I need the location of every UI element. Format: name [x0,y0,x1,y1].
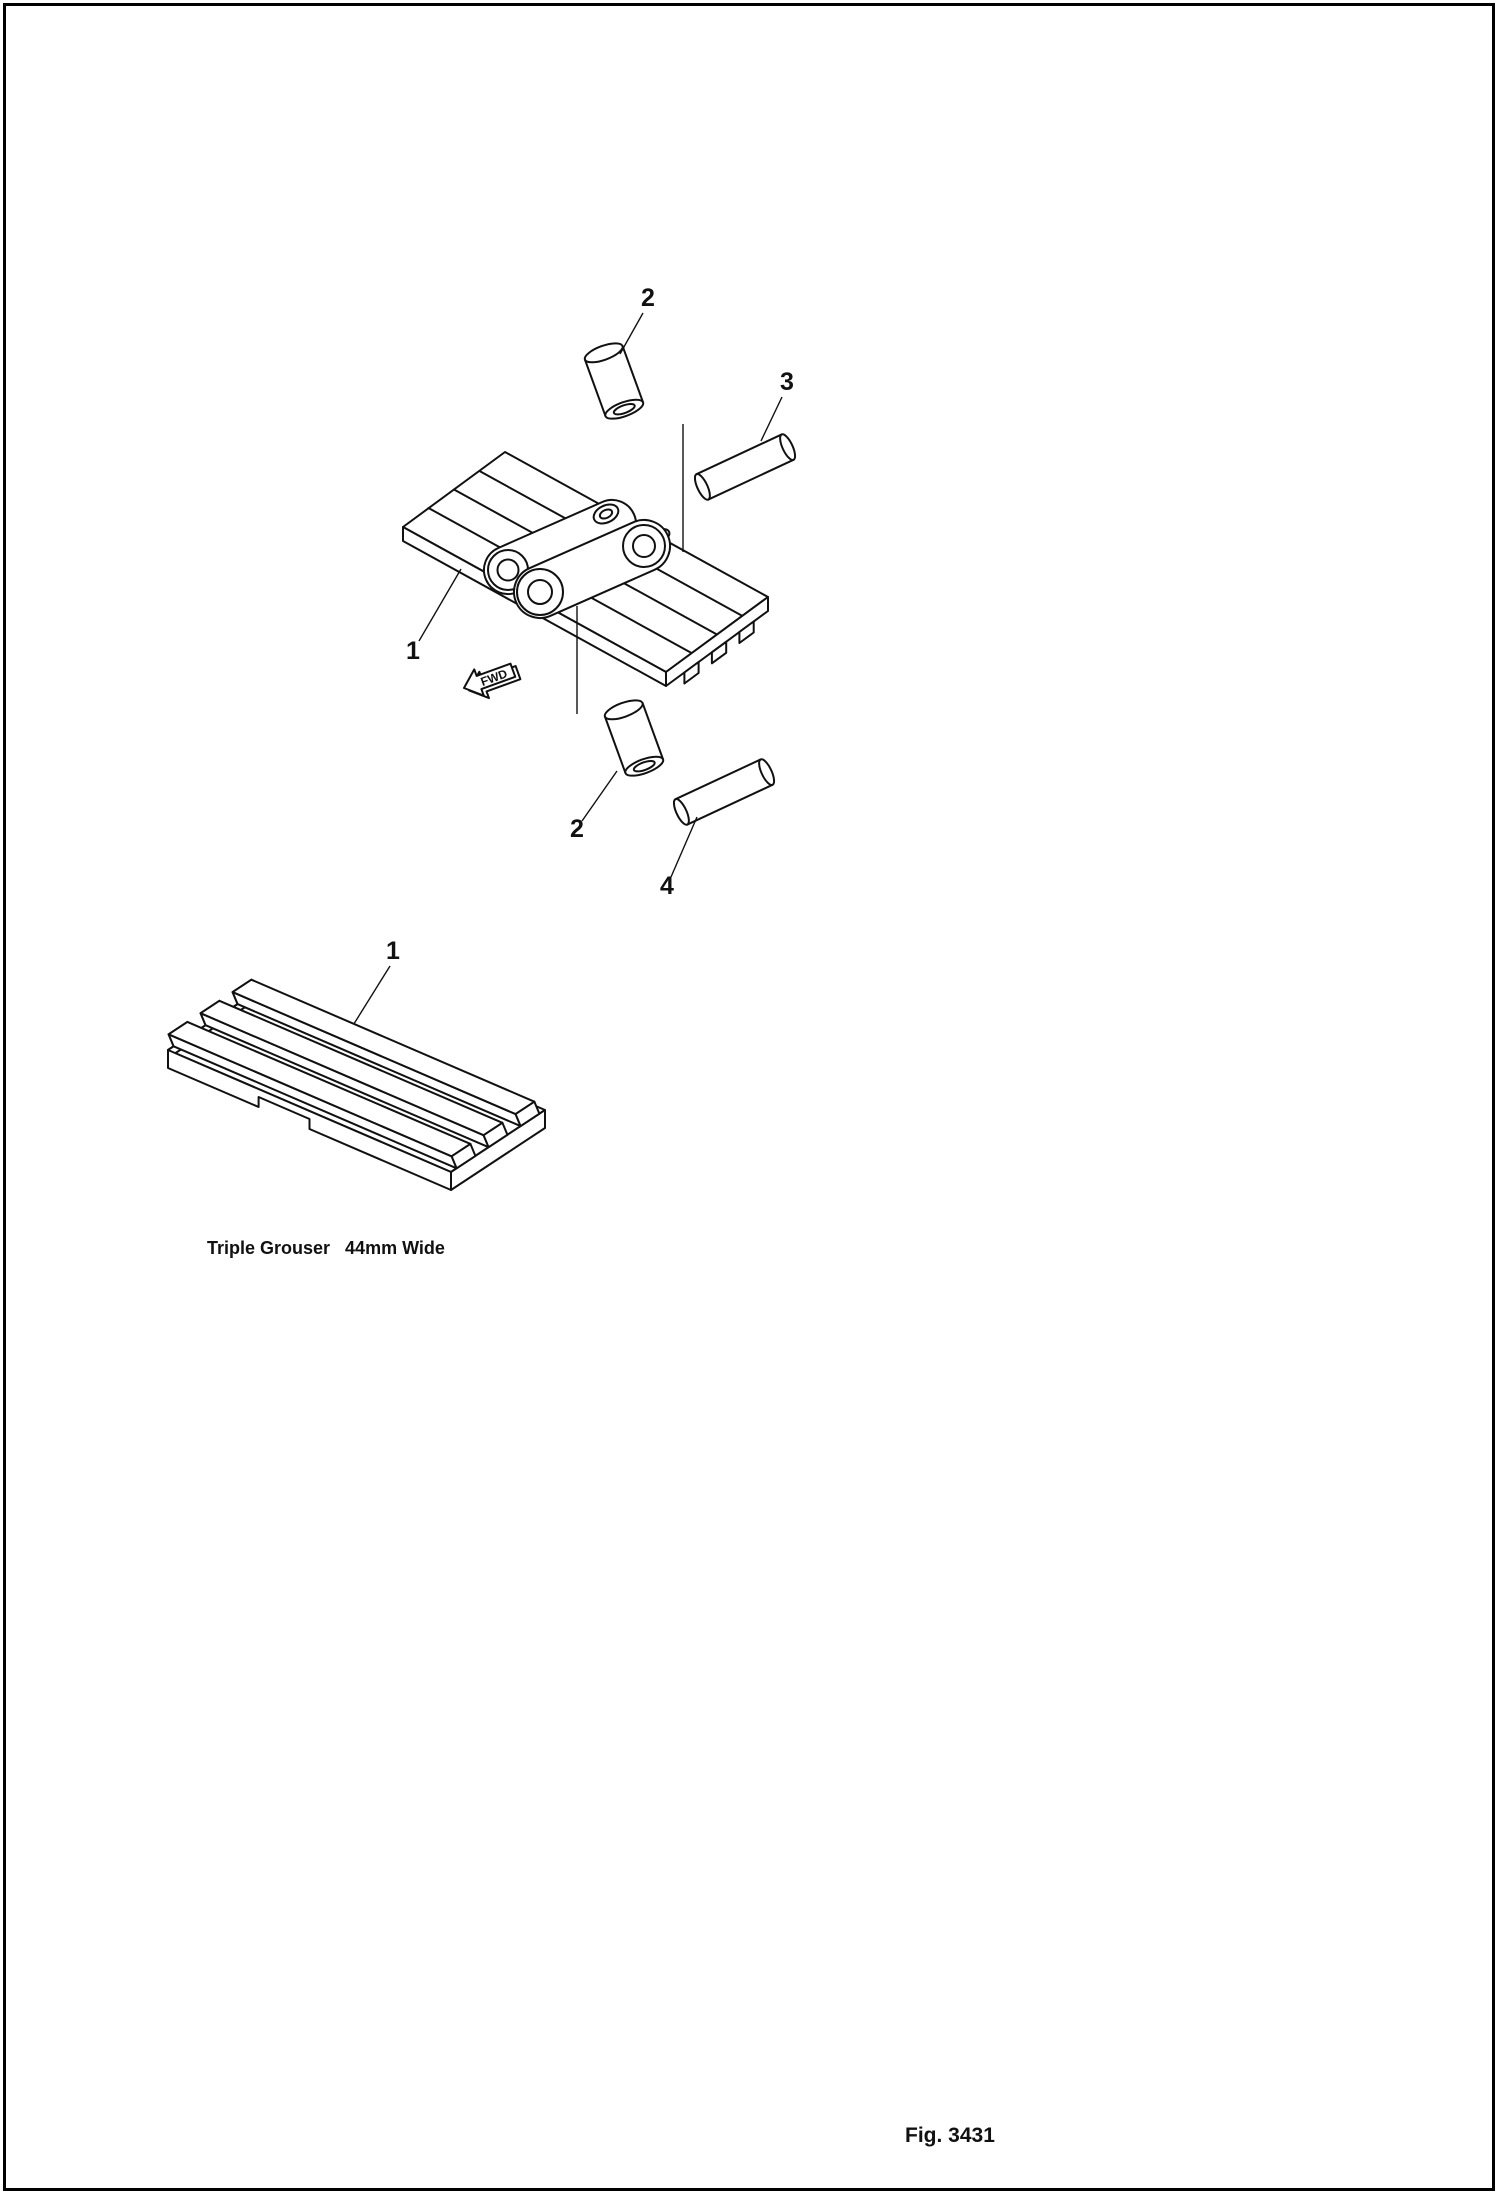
shoe-caption: Triple Grouser 44mm Wide [207,1238,445,1258]
grouser-rib [199,999,509,1149]
grouser-rib [167,1020,477,1170]
plate-lug [710,640,728,665]
callout-pin-3: 3 [780,368,794,396]
master-link-front [513,519,671,619]
triple-grouser-shoe-drawing [167,978,546,1191]
track-link-assembly-drawing: FWD [402,342,797,826]
link-bore [632,534,656,558]
pin-upper-drawing [693,433,797,501]
callout-pin-4: 4 [660,872,674,900]
grouser-rib [231,978,541,1128]
plate-edge-right [665,596,769,687]
callout-shoe-assembly: 1 [406,637,420,665]
plate-lug [683,661,700,685]
callout-leaders [351,312,783,1028]
callout-shoe-plate: 1 [386,937,400,965]
link-bore [527,579,553,605]
bushing-upper-drawing [583,342,645,420]
shoe-right-face [450,1109,546,1191]
bushing-lower-drawing [603,699,665,777]
fwd-arrow: FWD [463,662,522,700]
plate-lug [738,620,755,644]
figure-number: Fig. 3431 [905,2124,995,2147]
callout-bushing-upper: 2 [641,284,655,312]
callout-bushing-lower: 2 [570,815,584,843]
pin-lower-drawing [672,758,776,826]
